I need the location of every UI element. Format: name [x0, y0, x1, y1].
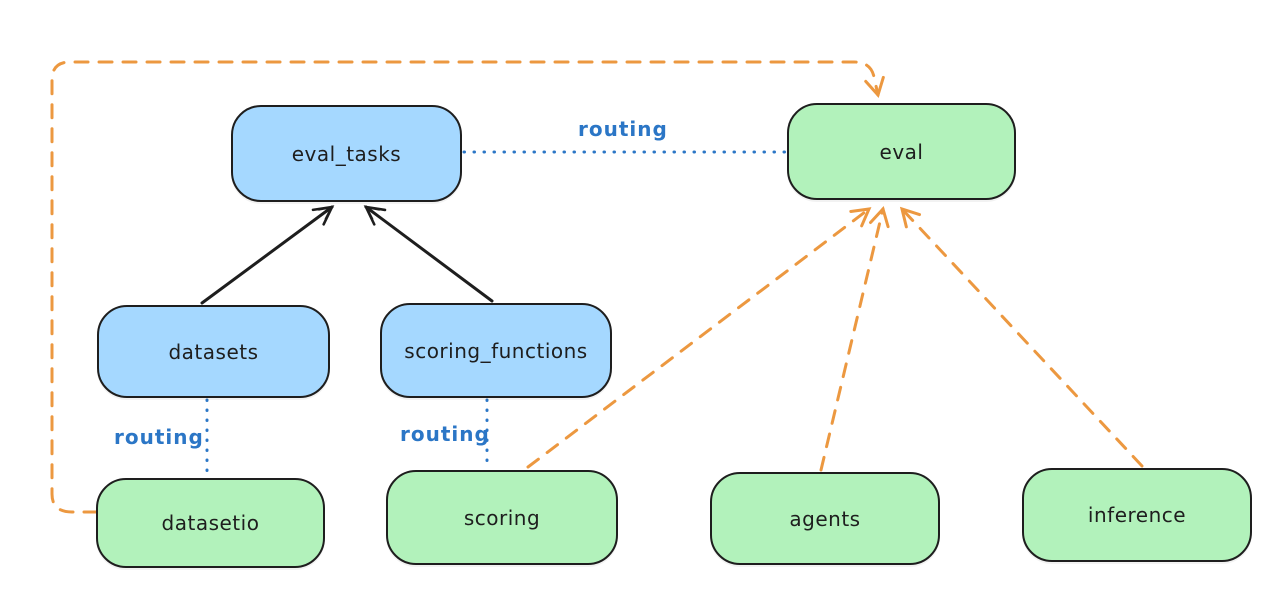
edge-inference-to-eval: [899, 206, 1144, 468]
node-agents-label: agents: [789, 506, 861, 531]
node-inference-label: inference: [1087, 503, 1187, 527]
edge-agents-to-eval: [819, 206, 890, 472]
node-datasets: datasets: [97, 305, 330, 398]
node-eval-label: eval: [879, 139, 924, 164]
node-eval-tasks-label: eval_tasks: [291, 141, 402, 166]
edge-label-routing-eval-tasks-eval: routing: [578, 117, 668, 141]
edge-label-routing-scoring-functions-scoring: routing: [400, 422, 490, 446]
node-inference: inference: [1022, 468, 1252, 562]
edge-label-routing-datasets-datasetio: routing: [114, 425, 204, 449]
node-datasetio-label: datasetio: [161, 511, 260, 535]
edge-scoring-to-eval: [526, 207, 872, 469]
edge-datasetio-to-eval-loop: [50, 60, 885, 514]
node-eval: eval: [787, 103, 1016, 200]
node-agents: agents: [710, 472, 940, 565]
node-eval-tasks: eval_tasks: [231, 105, 462, 202]
node-scoring-functions: scoring_functions: [380, 303, 612, 398]
edge-datasets-to-eval-tasks: [200, 205, 335, 305]
node-datasetio: datasetio: [96, 478, 325, 568]
node-scoring: scoring: [386, 470, 618, 565]
node-scoring-functions-label: scoring_functions: [404, 338, 588, 363]
edge-scoring-functions-to-eval-tasks: [363, 205, 494, 303]
node-scoring-label: scoring: [463, 505, 541, 530]
node-datasets-label: datasets: [168, 339, 259, 364]
